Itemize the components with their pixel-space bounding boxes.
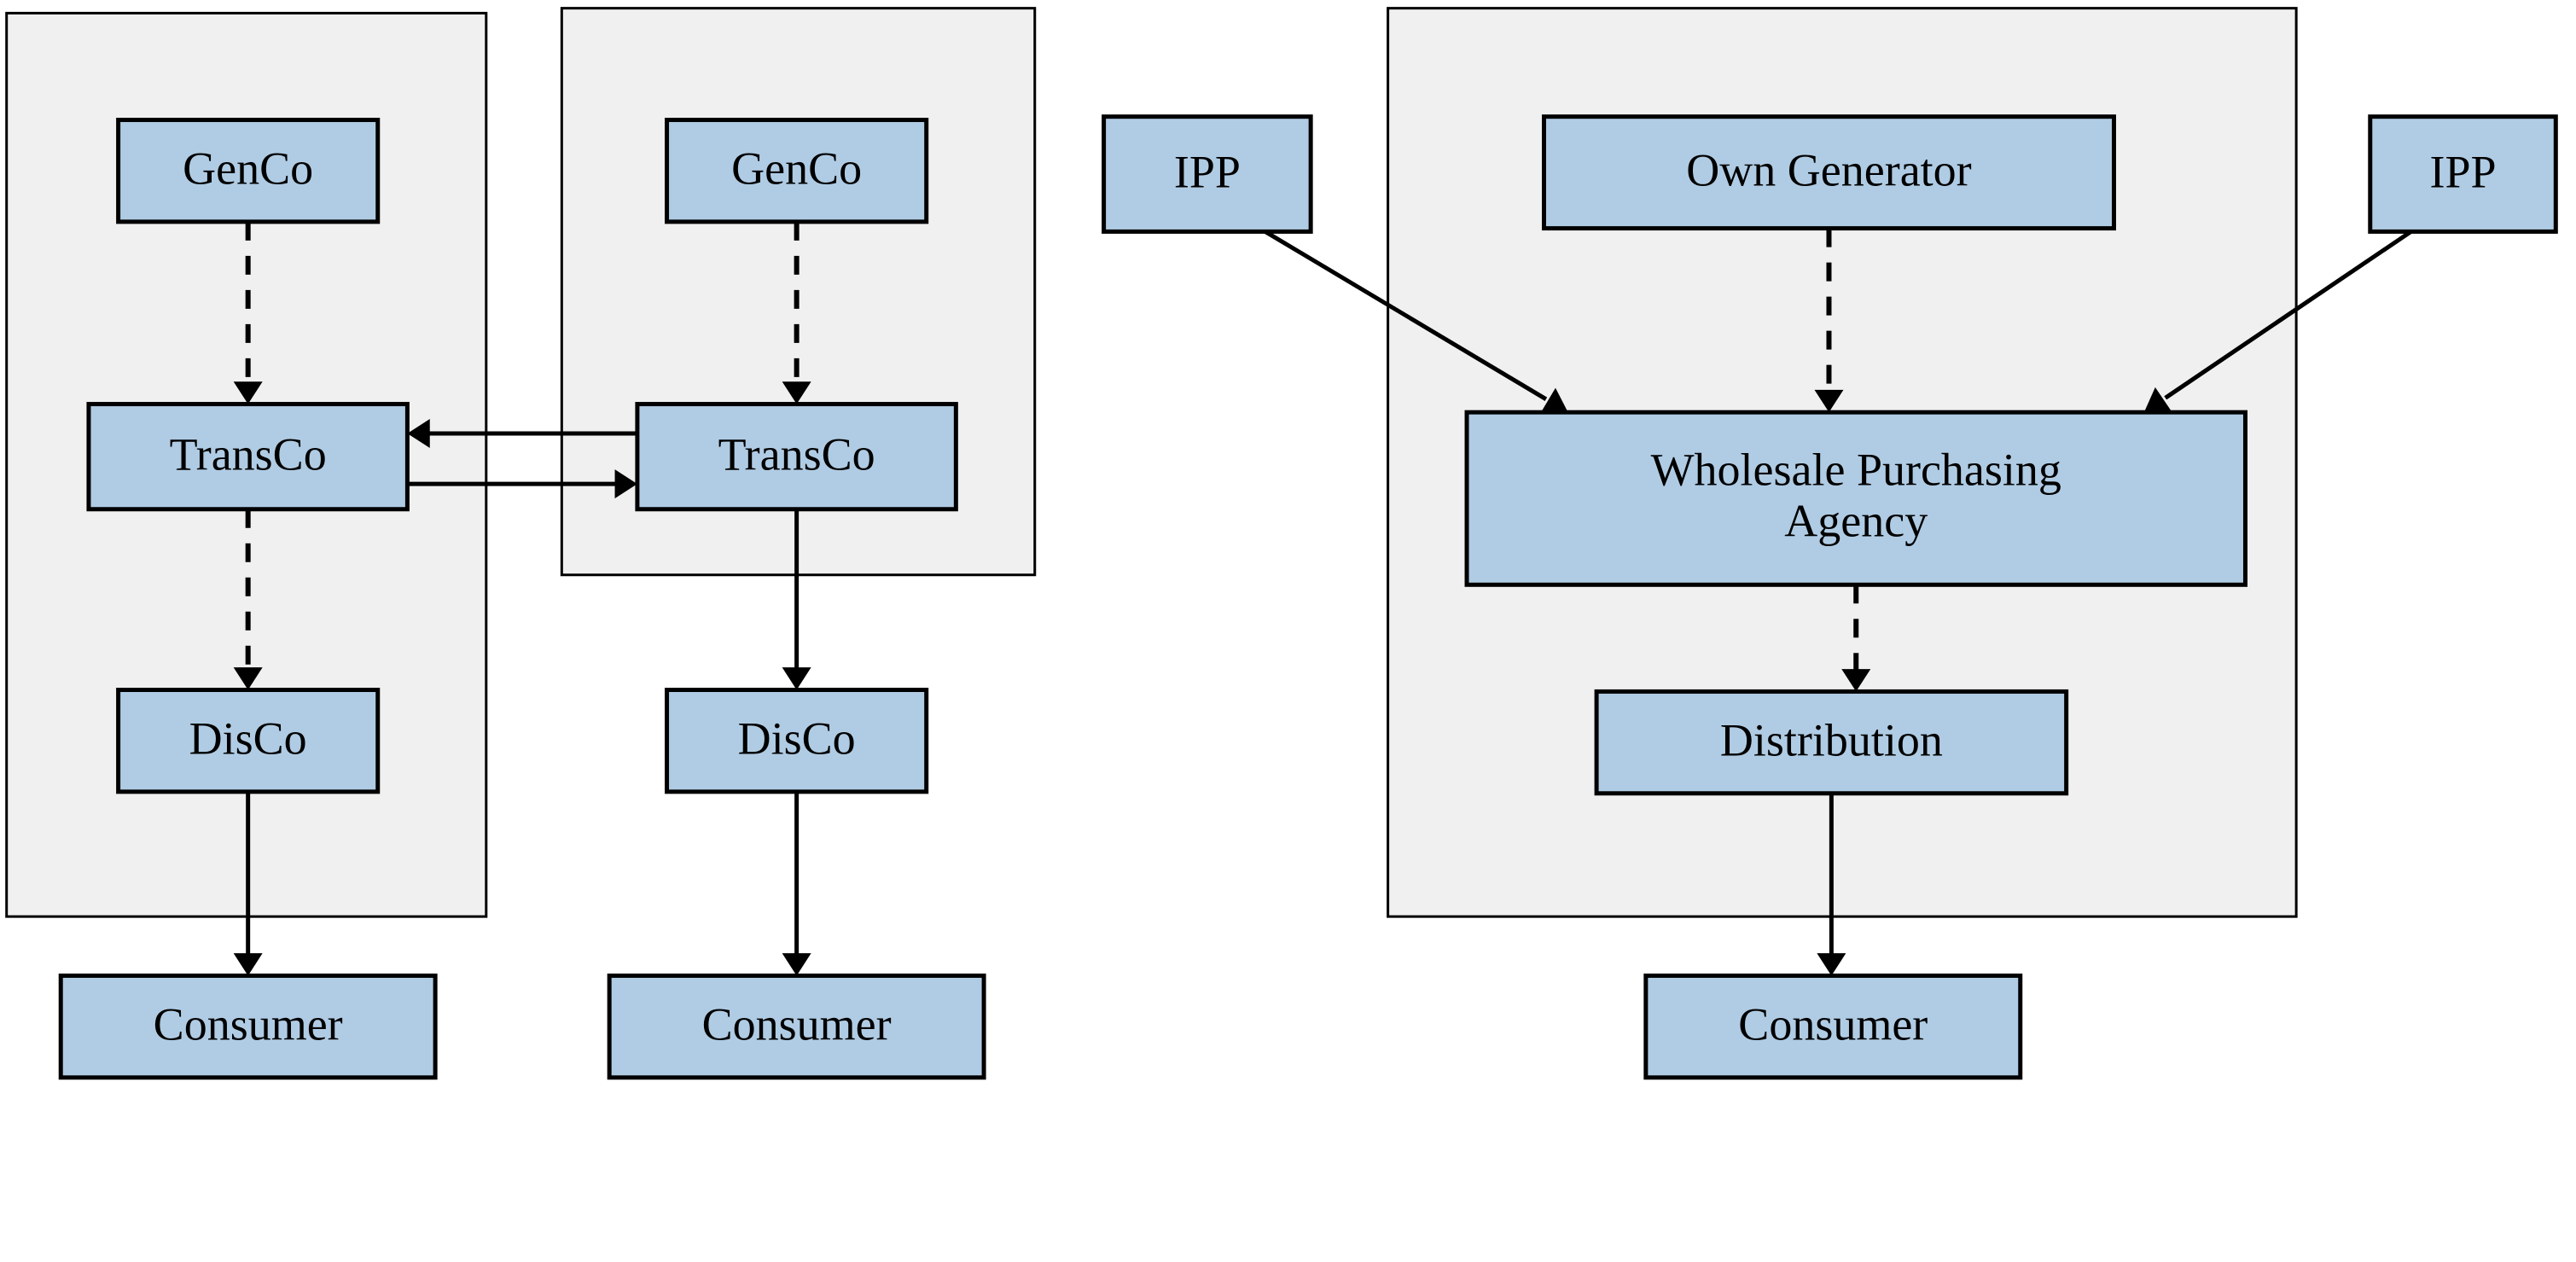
edges-layer [233, 221, 2413, 976]
node-box [665, 688, 929, 794]
node-label: Agency [1784, 496, 1928, 547]
node-m1-genco-right[interactable]: GenCo [665, 118, 929, 224]
node-box [86, 402, 410, 512]
node-label: Consumer [702, 999, 892, 1050]
node-m2-own-gen[interactable]: Own Generator [1542, 114, 2116, 231]
edge-m1-disco-left-to-m1-consumer-left [233, 791, 263, 976]
node-m2-consumer[interactable]: Consumer [1643, 973, 2023, 1080]
node-box [635, 402, 958, 512]
node-box [2368, 114, 2558, 234]
node-label: IPP [2430, 146, 2497, 197]
edge-m2-ipp-left-to-m2-wpa [1264, 230, 1568, 413]
node-m1-genco-left[interactable]: GenCo [116, 118, 381, 224]
node-label: Consumer [1738, 999, 1928, 1050]
node-box [116, 688, 381, 794]
node-m1-transco-right[interactable]: TransCo [635, 402, 958, 512]
edge-m1-transco-right-to-m1-disco-right [782, 509, 811, 690]
node-label: Own Generator [1686, 145, 1971, 196]
node-m2-ipp-left[interactable]: IPP [1102, 114, 1313, 234]
node-box [1102, 114, 1313, 234]
node-box [1594, 689, 2069, 796]
node-label: TransCo [718, 429, 875, 480]
node-box [665, 118, 929, 224]
node-label: GenCo [731, 143, 862, 195]
node-m1-transco-left[interactable]: TransCo [86, 402, 410, 512]
edge-m2-wpa-to-m2-distribution [1841, 584, 1871, 692]
node-label: TransCo [170, 429, 327, 480]
edge-m1-genco-left-to-m1-transco-left [233, 221, 263, 404]
edge-m2-own-gen-to-m2-wpa [1814, 228, 1844, 413]
node-box [1542, 114, 2116, 231]
edge-m1-transco-right-to-m1-transco-left [407, 419, 637, 449]
edge-m1-transco-left-to-m1-disco-left [233, 509, 263, 690]
node-m1-consumer-right[interactable]: Consumer [607, 973, 986, 1080]
node-label: DisCo [189, 713, 307, 765]
node-m2-ipp-right[interactable]: IPP [2368, 114, 2558, 234]
node-m1-disco-left[interactable]: DisCo [116, 688, 381, 794]
node-m2-distribution[interactable]: Distribution [1594, 689, 2069, 796]
edge-m1-genco-right-to-m1-transco-right [782, 221, 811, 404]
node-label: IPP [1174, 146, 1241, 197]
node-label: Distribution [1720, 714, 1943, 765]
node-label: GenCo [183, 143, 313, 195]
node-m1-disco-right[interactable]: DisCo [665, 688, 929, 794]
node-box [1643, 973, 2023, 1080]
node-label: Wholesale Purchasing [1651, 445, 2061, 496]
node-box [116, 118, 381, 224]
node-label: DisCo [738, 713, 856, 765]
node-box [1464, 410, 2247, 587]
edge-m1-transco-left-to-m1-transco-right [407, 469, 637, 499]
edge-m2-ipp-right-to-m2-wpa [2143, 230, 2413, 413]
node-box [58, 973, 438, 1080]
node-box [607, 973, 986, 1080]
edge-m1-disco-right-to-m1-consumer-right [782, 791, 811, 976]
edge-m2-distribution-to-m2-consumer [1817, 793, 1846, 976]
node-label: Consumer [154, 999, 343, 1050]
node-m1-consumer-left[interactable]: Consumer [58, 973, 438, 1080]
